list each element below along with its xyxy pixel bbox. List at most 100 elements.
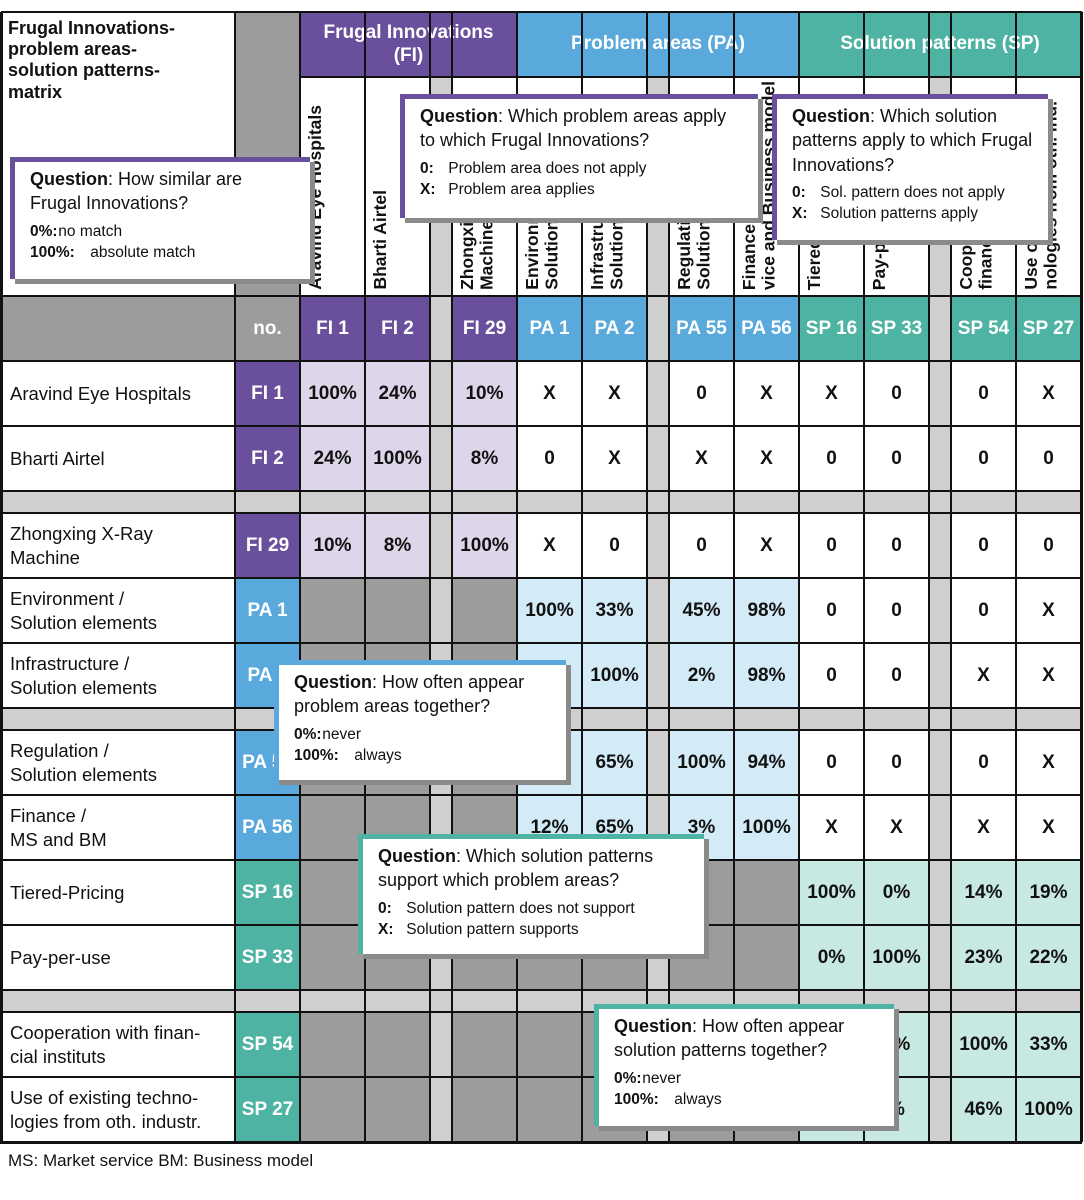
grid-line bbox=[1, 989, 1082, 991]
legend-key: 0: bbox=[420, 159, 434, 177]
row-label: Bharti Airtel bbox=[2, 426, 235, 491]
callout-sp-sp: Question: How often appear solution patt… bbox=[594, 1004, 894, 1126]
legend-value: Problem area applies bbox=[444, 180, 595, 198]
matrix-cell: 0 bbox=[669, 513, 734, 578]
matrix-cell: 100% bbox=[864, 925, 929, 990]
column-id: SP 33 bbox=[864, 296, 929, 361]
matrix-cell: 94% bbox=[734, 730, 799, 795]
grid-line bbox=[0, 12, 3, 1142]
matrix-cell: 0 bbox=[951, 730, 1016, 795]
callout-fi-pa: Question: Which problem areas apply to w… bbox=[400, 94, 758, 218]
matrix-cell: 0 bbox=[951, 426, 1016, 491]
legend-key: 0%: bbox=[30, 222, 58, 240]
callout-question: Question: How often appear solution patt… bbox=[614, 1014, 880, 1063]
matrix-cell: X bbox=[799, 361, 864, 426]
matrix-cell bbox=[929, 795, 951, 860]
callout-question: Question: Which problem areas apply to w… bbox=[420, 104, 744, 153]
grid-line bbox=[1080, 12, 1083, 1142]
matrix-cell: 10% bbox=[300, 513, 365, 578]
matrix-cell bbox=[647, 513, 669, 578]
column-id: SP 16 bbox=[799, 296, 864, 361]
no-row-label-area bbox=[2, 296, 235, 361]
matrix-cell: 22% bbox=[1016, 925, 1081, 990]
row-label: Use of existing techno- logies from oth.… bbox=[2, 1077, 235, 1142]
matrix-cell: X bbox=[734, 361, 799, 426]
grid-line bbox=[1, 642, 1082, 644]
column-id: PA 56 bbox=[734, 296, 799, 361]
matrix-cell: 2% bbox=[669, 643, 734, 708]
matrix-cell: 100% bbox=[669, 730, 734, 795]
matrix-cell: 0 bbox=[799, 426, 864, 491]
column-id: FI 29 bbox=[452, 296, 517, 361]
matrix-cell: 100% bbox=[582, 643, 647, 708]
column-id: PA 2 bbox=[582, 296, 647, 361]
matrix-cell bbox=[452, 1012, 517, 1077]
matrix-cell: 0 bbox=[864, 361, 929, 426]
matrix-cell bbox=[365, 1012, 430, 1077]
row-id: SP 33 bbox=[235, 925, 300, 990]
callout-accent bbox=[10, 157, 15, 279]
matrix-cell: 46% bbox=[951, 1077, 1016, 1142]
callout-accent bbox=[400, 94, 405, 218]
matrix-cell bbox=[517, 1012, 582, 1077]
matrix-cell: X bbox=[1016, 730, 1081, 795]
legend-item: 0%: no match bbox=[30, 222, 296, 243]
grid-line bbox=[1, 425, 1082, 427]
matrix-cell bbox=[647, 361, 669, 426]
matrix-cell: 0 bbox=[799, 578, 864, 643]
matrix-cell: 100% bbox=[734, 795, 799, 860]
question-keyword: Question bbox=[378, 846, 457, 866]
question-keyword: Question bbox=[294, 672, 373, 692]
row-label: Regulation / Solution elements bbox=[2, 730, 235, 795]
matrix-cell: 100% bbox=[1016, 1077, 1081, 1142]
callout-fi-sp: Question: Which solution patterns apply … bbox=[772, 94, 1048, 240]
matrix-cell bbox=[300, 578, 365, 643]
matrix-cell bbox=[929, 578, 951, 643]
matrix-cell: 24% bbox=[300, 426, 365, 491]
legend-item: 0: Sol. pattern does not apply bbox=[792, 183, 1034, 204]
matrix-cell bbox=[300, 1012, 365, 1077]
row-label: Tiered-Pricing bbox=[2, 860, 235, 925]
callout-accent bbox=[772, 94, 777, 240]
matrix-cell: X bbox=[517, 513, 582, 578]
matrix-cell bbox=[452, 1077, 517, 1142]
question-keyword: Question bbox=[30, 169, 109, 189]
matrix-cell bbox=[430, 361, 452, 426]
question-text: : Which solution patterns apply to which… bbox=[792, 106, 1033, 175]
matrix-cell: 10% bbox=[452, 361, 517, 426]
grid-line bbox=[1, 490, 1082, 492]
matrix-cell: 100% bbox=[517, 578, 582, 643]
callout-accent-top bbox=[358, 834, 704, 839]
matrix-cell: X bbox=[1016, 643, 1081, 708]
matrix-cell bbox=[929, 426, 951, 491]
callout-question: Question: How similar are Frugal Innovat… bbox=[30, 167, 296, 216]
matrix-cell: 0 bbox=[1016, 513, 1081, 578]
row-label: Environment / Solution elements bbox=[2, 578, 235, 643]
legend-value: never bbox=[318, 725, 362, 743]
matrix-cell: X bbox=[951, 795, 1016, 860]
matrix-cell bbox=[929, 1012, 951, 1077]
matrix-cell: 0 bbox=[669, 361, 734, 426]
group-header-pa: Problem areas (PA) bbox=[517, 12, 799, 77]
matrix-cell: 0 bbox=[517, 426, 582, 491]
matrix-cell bbox=[300, 925, 365, 990]
callout-fi-fi: Question: How similar are Frugal Innovat… bbox=[10, 157, 310, 279]
grid-line bbox=[1, 577, 1082, 579]
matrix-cell bbox=[365, 578, 430, 643]
legend-item: 0: Solution pattern does not support bbox=[378, 899, 690, 920]
legend-item: X: Solution patterns apply bbox=[792, 204, 1034, 225]
matrix-cell bbox=[430, 513, 452, 578]
column-id: PA 55 bbox=[669, 296, 734, 361]
legend-key: 0%: bbox=[614, 1069, 642, 1087]
matrix-cell: 14% bbox=[951, 860, 1016, 925]
matrix-cell bbox=[452, 578, 517, 643]
matrix-cell: 8% bbox=[365, 513, 430, 578]
callout-accent-top bbox=[594, 1004, 894, 1009]
matrix-cell bbox=[929, 361, 951, 426]
row-id: SP 27 bbox=[235, 1077, 300, 1142]
legend-key: 0%: bbox=[294, 725, 322, 743]
matrix-cell bbox=[929, 513, 951, 578]
matrix-cell: 98% bbox=[734, 643, 799, 708]
matrix-cell: 0 bbox=[951, 513, 1016, 578]
